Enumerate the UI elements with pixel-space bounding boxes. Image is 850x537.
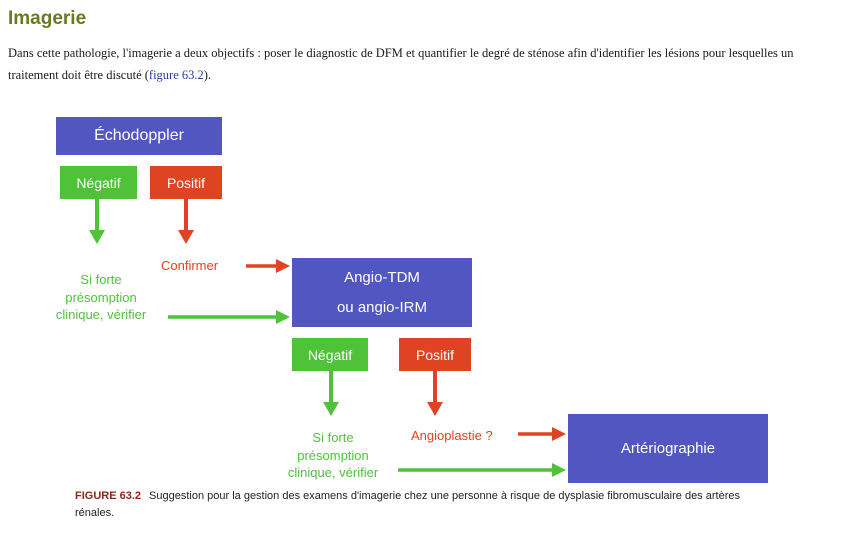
positif-box-2: Positif bbox=[399, 338, 471, 371]
arrowhead-confirmer-right bbox=[276, 259, 290, 273]
positif-box-1: Positif bbox=[150, 166, 222, 199]
caption-text: Suggestion pour la gestion des examens d… bbox=[75, 490, 740, 519]
presomption-text-2: Si forte présomption clinique, vérifier bbox=[272, 429, 394, 482]
arrowhead-negatif2-down bbox=[323, 402, 339, 416]
arrowhead-negatif1-down bbox=[89, 230, 105, 244]
negatif-label-1: Négatif bbox=[76, 174, 121, 191]
intro-paragraph: Dans cette pathologie, l'imagerie a deux… bbox=[8, 42, 838, 86]
arteriographie-box: Artériographie bbox=[568, 414, 768, 483]
paragraph-text: Dans cette pathologie, l'imagerie a deux… bbox=[8, 46, 794, 82]
presomption-text-1: Si forte présomption clinique, vérifier bbox=[40, 271, 162, 324]
echodoppler-box: Échodoppler bbox=[56, 117, 222, 155]
arrowhead-positif1-down bbox=[178, 230, 194, 244]
arteriographie-label: Artériographie bbox=[620, 440, 716, 457]
positif-label-1: Positif bbox=[166, 174, 206, 191]
presomption-2-line2: présomption bbox=[297, 447, 369, 463]
section-title: Imagerie bbox=[8, 8, 87, 29]
confirmer-text: Confirmer bbox=[161, 258, 219, 273]
negatif-box-2: Négatif bbox=[292, 338, 368, 371]
arrowhead-presomption1-right bbox=[276, 310, 290, 324]
positif-label-2: Positif bbox=[415, 346, 455, 363]
echodoppler-label: Échodoppler bbox=[94, 127, 184, 144]
angio-label-line1: Angio-TDM bbox=[344, 269, 420, 286]
presomption-1-line2: présomption bbox=[65, 289, 137, 305]
negatif-box-1: Négatif bbox=[60, 166, 137, 199]
presomption-1-line1: Si forte bbox=[80, 272, 122, 287]
presomption-1-line3: clinique, vérifier bbox=[55, 307, 147, 322]
paragraph-end: ). bbox=[203, 68, 212, 82]
arrowhead-angioplastie-right bbox=[552, 427, 566, 441]
figure-reference-link[interactable]: figure 63.2 bbox=[148, 68, 204, 82]
figure-label: FIGURE 63.2 bbox=[75, 490, 142, 502]
angio-box: Angio-TDM ou angio-IRM bbox=[292, 258, 472, 327]
arrowhead-positif2-down bbox=[427, 402, 443, 416]
presomption-2-line3: clinique, vérifier bbox=[287, 465, 379, 480]
angioplastie-text: Angioplastie ? bbox=[411, 428, 493, 443]
arrowhead-presomption2-right bbox=[552, 463, 566, 477]
angio-label-line2: ou angio-IRM bbox=[336, 299, 428, 316]
presomption-2-line1: Si forte bbox=[312, 430, 354, 445]
negatif-label-2: Négatif bbox=[307, 346, 353, 363]
